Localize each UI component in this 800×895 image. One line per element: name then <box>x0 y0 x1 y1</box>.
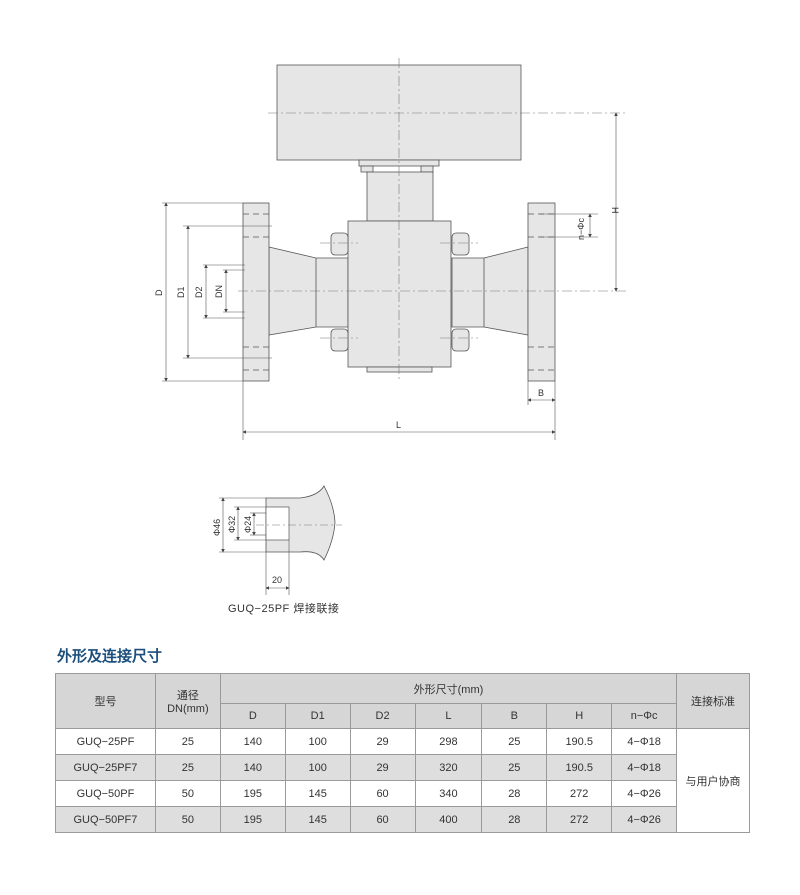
cell-H: 272 <box>546 806 613 833</box>
label-phi46: Φ46 <box>212 519 222 536</box>
right-flange <box>527 202 556 382</box>
dimension-labels: D D1 D2 DN H n−Φc B L <box>154 207 620 430</box>
cell-model: GUQ−25PF <box>55 728 156 755</box>
label-n-phi-c: n−Φc <box>576 218 586 240</box>
cell-D2: 60 <box>349 780 416 807</box>
label-L: L <box>396 420 401 430</box>
label-B: B <box>538 388 544 398</box>
header-H: H <box>546 703 613 729</box>
label-phi24: Φ24 <box>243 516 253 533</box>
cell-D2: 29 <box>349 728 416 755</box>
table-row: GUQ−25PF 25 140 100 29 298 25 190.5 4−Φ1… <box>55 728 750 833</box>
cell-L: 298 <box>414 728 483 755</box>
cell-D1: 100 <box>284 754 351 781</box>
cell-H: 190.5 <box>546 728 613 755</box>
cell-dn: 50 <box>154 806 221 833</box>
cell-D2: 29 <box>349 754 416 781</box>
header-model: 型号 <box>55 673 156 729</box>
weld-connection-detail: Φ46 Φ32 Φ24 20 <box>212 485 342 595</box>
label-20: 20 <box>272 575 282 585</box>
header-dimensions: 外形尺寸(mm) <box>219 673 678 704</box>
cell-dn: 25 <box>154 754 221 781</box>
cell-L: 340 <box>414 780 483 807</box>
label-H: H <box>610 207 620 214</box>
label-D: D <box>154 289 164 296</box>
cell-B: 28 <box>481 806 548 833</box>
cell-L: 400 <box>414 806 483 833</box>
stem <box>366 171 434 222</box>
left-flange <box>242 202 270 382</box>
cell-n-phi-c: 4−Φ18 <box>611 754 678 781</box>
label-phi32: Φ32 <box>227 516 237 533</box>
bolt-icon <box>330 232 470 352</box>
header-dn-line2: DN(mm) <box>167 703 209 715</box>
cell-standard: 与用户协商 <box>676 728 750 833</box>
valve-drawing: D D1 D2 DN H n−Φc B L Φ46 Φ32 Φ24 20 <box>154 58 628 595</box>
header-D1: D1 <box>284 703 351 729</box>
table-row: GUQ−50PF 50 195 145 60 340 28 272 4−Φ26 <box>55 780 750 807</box>
header-n-phi-c: n−Φc <box>611 703 678 729</box>
cell-L: 320 <box>414 754 483 781</box>
cell-n-phi-c: 4−Φ26 <box>611 780 678 807</box>
cell-model: GUQ−50PF <box>55 780 156 807</box>
cell-n-phi-c: 4−Φ18 <box>611 728 678 755</box>
section-title: 外形及连接尺寸 <box>57 648 163 665</box>
header-dn-line1: 通径 <box>176 690 199 702</box>
table-row: GUQ−25PF7 25 140 100 29 320 25 190.5 4−Φ… <box>55 754 750 781</box>
cell-D1: 145 <box>284 780 351 807</box>
cell-D1: 100 <box>284 728 351 755</box>
header-standard: 连接标准 <box>676 673 750 729</box>
table-row: GUQ−50PF7 50 195 145 60 400 28 272 4−Φ26 <box>55 806 750 833</box>
cell-D: 140 <box>219 754 286 781</box>
cell-D: 195 <box>219 780 286 807</box>
cell-model: GUQ−25PF7 <box>55 754 156 781</box>
header-B: B <box>481 703 548 729</box>
cell-B: 25 <box>481 754 548 781</box>
dimension-lines <box>162 112 618 440</box>
cell-D: 140 <box>219 728 286 755</box>
cell-D: 195 <box>219 806 286 833</box>
cell-model: GUQ−50PF7 <box>55 806 156 833</box>
header-D2: D2 <box>349 703 416 729</box>
detail-caption: GUQ−25PF 焊接联接 <box>228 603 340 615</box>
cell-B: 25 <box>481 728 548 755</box>
label-D2: D2 <box>194 286 204 298</box>
cell-B: 28 <box>481 780 548 807</box>
cell-dn: 25 <box>154 728 221 755</box>
cell-n-phi-c: 4−Φ26 <box>611 806 678 833</box>
center-body <box>347 220 452 368</box>
cell-H: 272 <box>546 780 613 807</box>
label-DN: DN <box>214 285 224 298</box>
cell-H: 190.5 <box>546 754 613 781</box>
header-D: D <box>219 703 286 729</box>
cell-dn: 50 <box>154 780 221 807</box>
cell-D1: 145 <box>284 806 351 833</box>
cell-D2: 60 <box>349 806 416 833</box>
center-lines <box>238 58 628 382</box>
label-D1: D1 <box>176 286 186 298</box>
header-L: L <box>414 703 483 729</box>
